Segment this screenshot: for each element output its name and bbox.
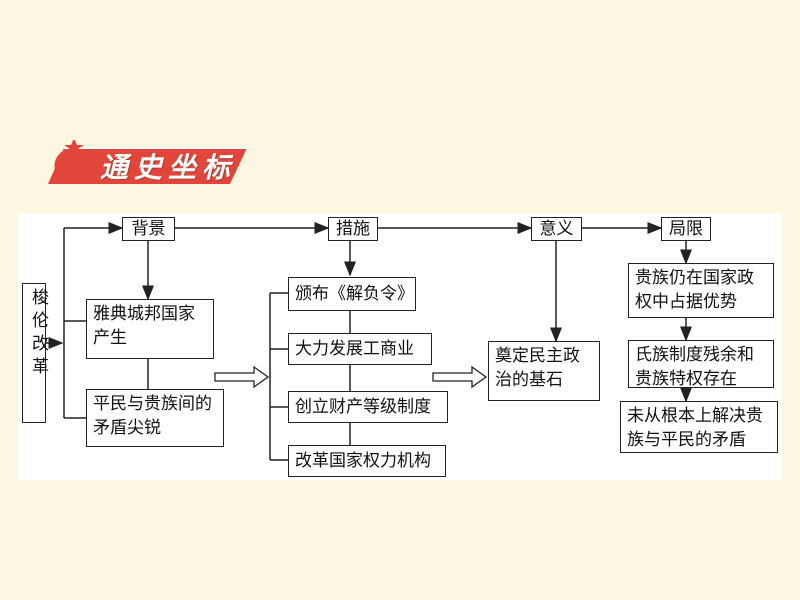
header-measures: 措施 [328, 217, 378, 241]
limitation-item-1: 贵族仍在国家政权中占据优势 [628, 263, 774, 318]
significance-item: 奠定民主政治的基石 [488, 341, 600, 401]
banner-shape [48, 140, 247, 184]
hollow-arrow-2 [432, 365, 488, 389]
measure-item-1: 颁布《解负令》 [288, 277, 416, 311]
measure-item-2: 大力发展工商业 [288, 333, 432, 365]
measure-item-4: 改革国家权力机构 [288, 445, 446, 477]
connector-lines [44, 222, 692, 461]
star-icon [64, 140, 84, 156]
header-limitations: 局限 [661, 217, 711, 241]
header-background: 背景 [122, 217, 175, 241]
measure-item-3: 创立财产等级制度 [288, 391, 448, 423]
background-item-2: 平民与贵族间的矛盾尖锐 [86, 389, 224, 447]
diagram-panel: 梭伦改革 背景 措施 意义 局限 雅典城邦国家产生 平民与贵族间的矛盾尖锐 颁布… [18, 213, 782, 480]
limitation-item-2: 氏族制度残余和贵族特权存在 [628, 340, 774, 389]
background-item-1: 雅典城邦国家产生 [86, 299, 214, 359]
header-significance: 意义 [531, 217, 582, 241]
hollow-arrow-1 [214, 365, 270, 389]
root-box: 梭伦改革 [22, 283, 48, 423]
banner-title: 通史坐标 [100, 151, 237, 184]
limitation-item-3: 未从根本上解决贵族与平民的矛盾 [620, 401, 778, 453]
section-banner: 通史坐标 [42, 140, 252, 188]
root-label: 梭伦改革 [28, 288, 48, 380]
